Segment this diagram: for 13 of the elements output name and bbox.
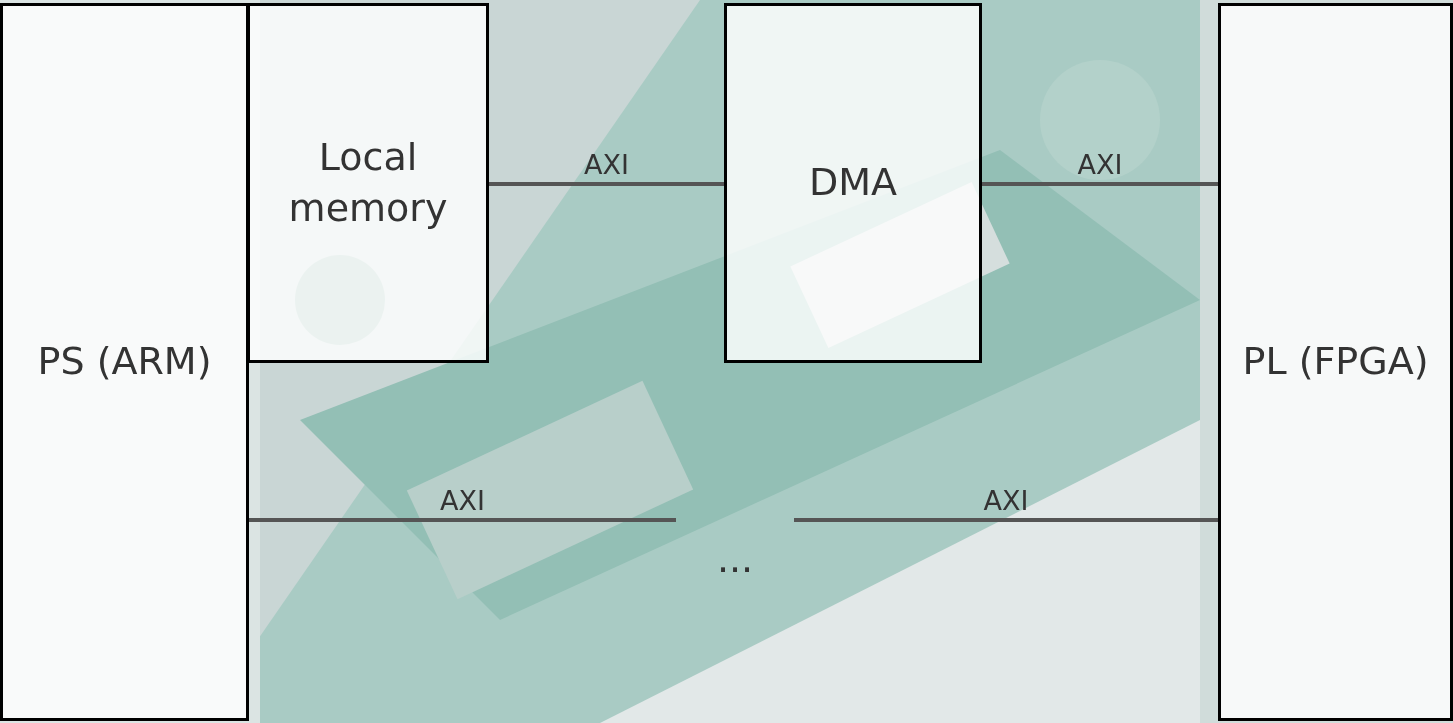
connector-line — [249, 518, 676, 522]
ellipsis-text: ... — [715, 536, 755, 584]
process-box: PS (ARM) — [0, 3, 249, 721]
edge-label: AXI — [583, 149, 630, 180]
process-box: DMA — [724, 3, 982, 363]
connector-line — [794, 518, 1218, 522]
connector-line — [489, 182, 724, 186]
process-box: PL (FPGA) — [1218, 3, 1453, 721]
edge-label: AXI — [982, 485, 1030, 516]
connector-line — [982, 182, 1218, 186]
memory-box: Local memory — [247, 3, 489, 363]
edge-label: AXI — [1076, 149, 1124, 180]
edge-label: AXI — [439, 485, 486, 516]
